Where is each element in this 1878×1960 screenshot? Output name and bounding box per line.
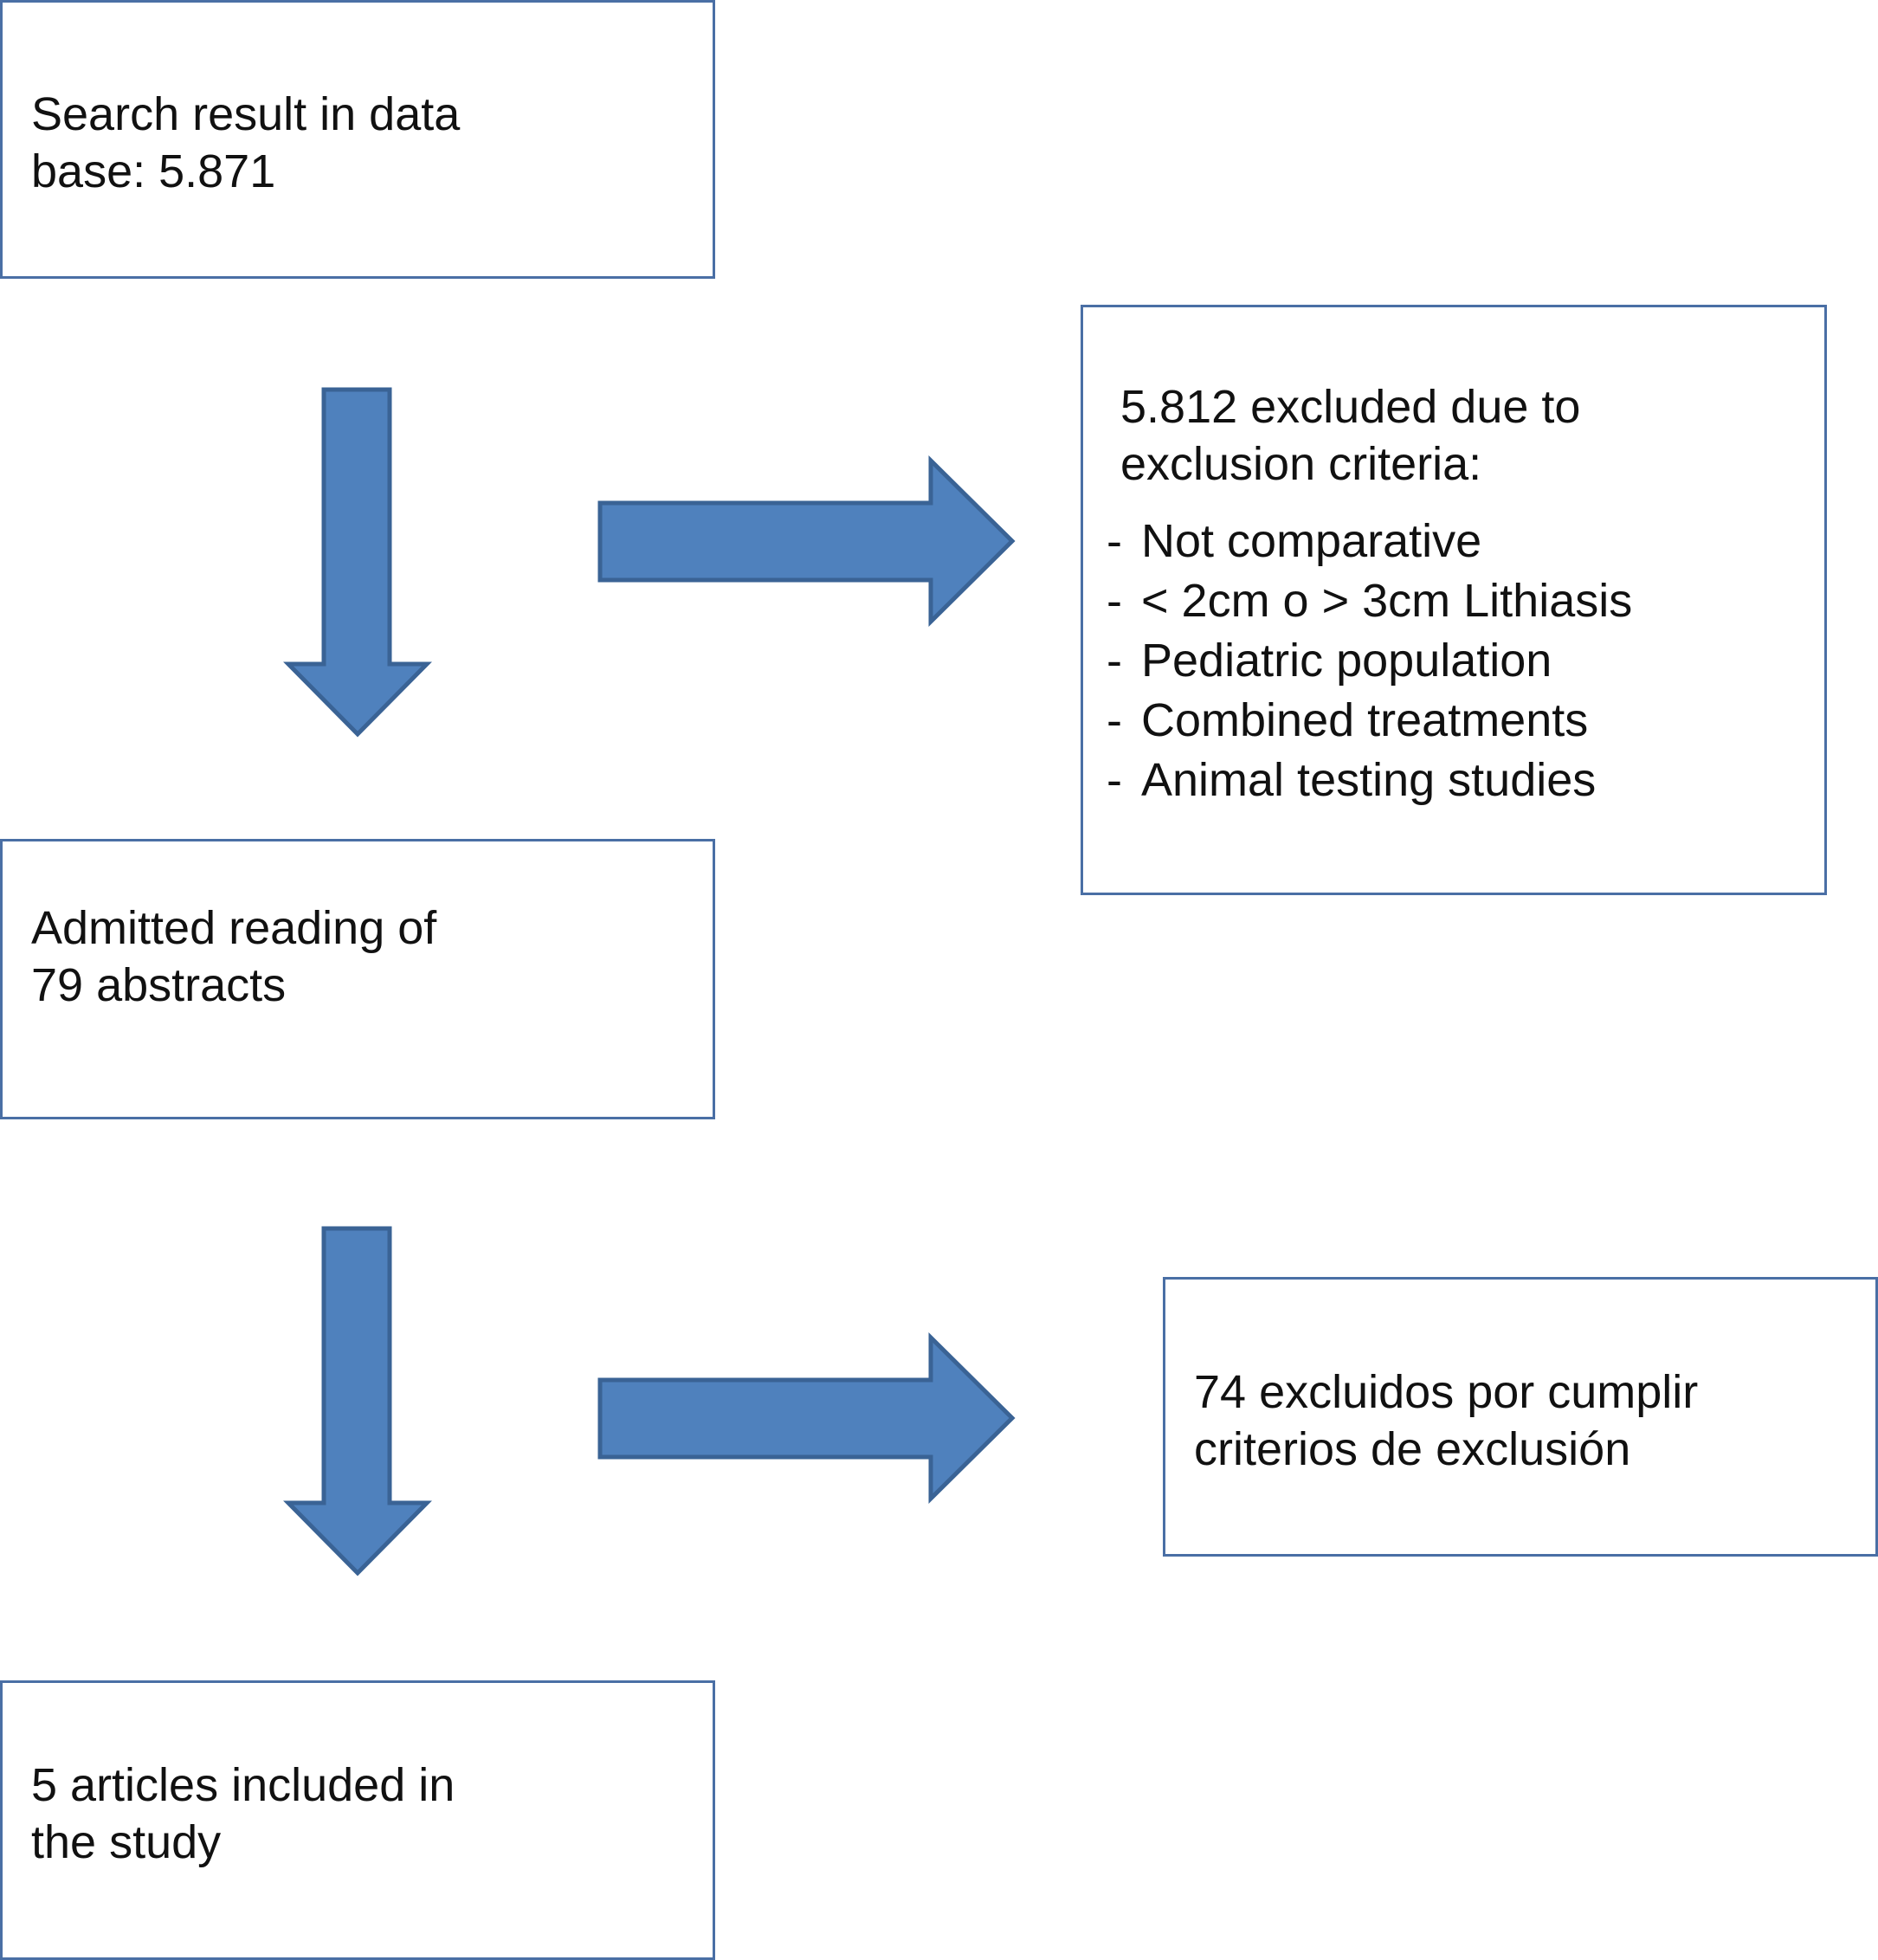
- down-arrow-icon: [283, 1226, 432, 1576]
- criteria-label: < 2cm o > 3cm Lithiasis: [1141, 575, 1633, 627]
- admitted-abstracts-box: Admitted reading of 79 abstracts: [0, 839, 715, 1119]
- list-dash: -: [1107, 515, 1122, 567]
- list-dash: -: [1107, 754, 1122, 806]
- criteria-item: -Combined treatments: [1107, 691, 1632, 751]
- exclusion-criteria-box: 5.812 excluded due to exclusion criteria…: [1081, 305, 1827, 895]
- exclusion-criteria-list: -Not comparative -< 2cm o > 3cm Lithiasi…: [1107, 512, 1632, 810]
- list-dash: -: [1107, 575, 1122, 627]
- list-dash: -: [1107, 635, 1122, 687]
- criteria-item: -Not comparative: [1107, 512, 1632, 571]
- included-articles-box: 5 articles included in the study: [0, 1680, 715, 1960]
- criteria-item: -Animal testing studies: [1107, 751, 1632, 810]
- right-arrow-icon: [597, 455, 1016, 627]
- right-arrow-icon: [597, 1332, 1016, 1504]
- criteria-label: Pediatric population: [1141, 635, 1552, 687]
- excluded-abstracts-text: 74 excluidos por cumplir criterios de ex…: [1194, 1366, 1699, 1475]
- criteria-item: -Pediatric population: [1107, 631, 1632, 691]
- search-result-text: Search result in data base: 5.871: [31, 88, 461, 197]
- criteria-item: -< 2cm o > 3cm Lithiasis: [1107, 571, 1632, 631]
- search-result-box: Search result in data base: 5.871: [0, 0, 715, 279]
- included-articles-text: 5 articles included in the study: [31, 1759, 455, 1868]
- down-arrow-icon: [283, 387, 432, 738]
- list-dash: -: [1107, 694, 1122, 746]
- criteria-label: Combined treatments: [1141, 694, 1589, 746]
- criteria-label: Not comparative: [1141, 515, 1482, 567]
- criteria-label: Animal testing studies: [1141, 754, 1597, 806]
- admitted-abstracts-text: Admitted reading of 79 abstracts: [31, 902, 437, 1011]
- excluded-abstracts-box: 74 excluidos por cumplir criterios de ex…: [1163, 1277, 1878, 1557]
- exclusion-criteria-heading: 5.812 excluded due to exclusion criteria…: [1120, 381, 1581, 490]
